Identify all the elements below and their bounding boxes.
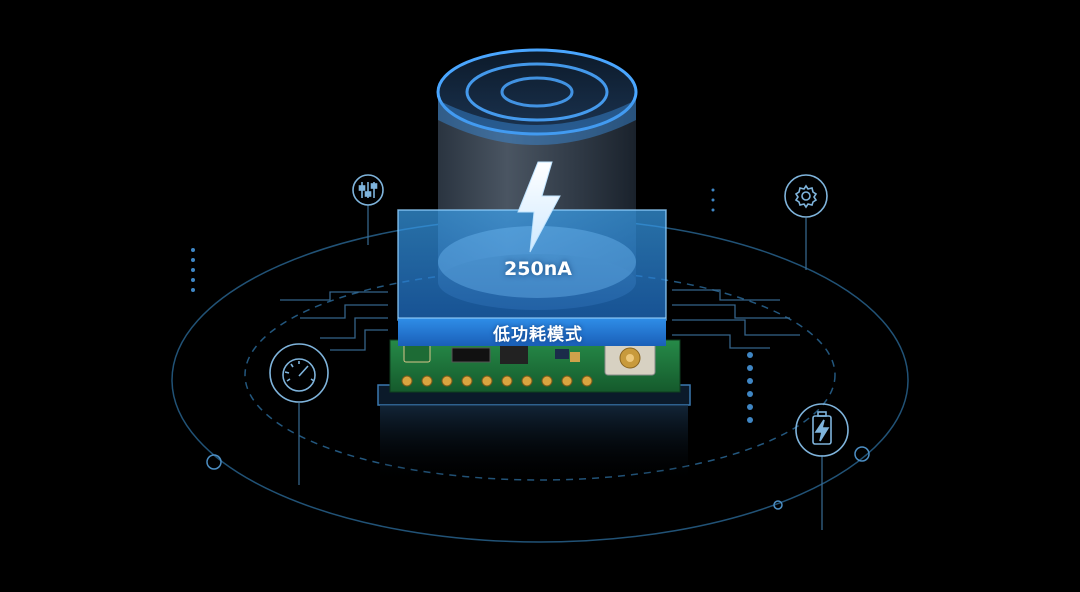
circuit-traces: [280, 205, 823, 530]
gear-icon: [784, 174, 828, 218]
orbit-node-left: [206, 454, 222, 470]
glass-panel: [397, 209, 667, 346]
current-value-label: 250nA: [504, 258, 572, 280]
module-base: [377, 384, 691, 485]
dot-accents: [191, 188, 753, 423]
orbit-node-bottom: [773, 500, 783, 510]
inner-orbit-dashed: [244, 269, 836, 481]
orbit-node-right: [854, 446, 870, 462]
pcb-gold-pads: [401, 375, 593, 387]
speedometer-icon: [269, 343, 329, 403]
equalizer-icon: [352, 174, 384, 206]
pcb-board: [389, 339, 681, 393]
lightning-bolt-icon: [517, 161, 561, 253]
battery-charging-icon: [795, 403, 849, 457]
low-power-mode-label: 低功耗模式: [493, 325, 583, 345]
